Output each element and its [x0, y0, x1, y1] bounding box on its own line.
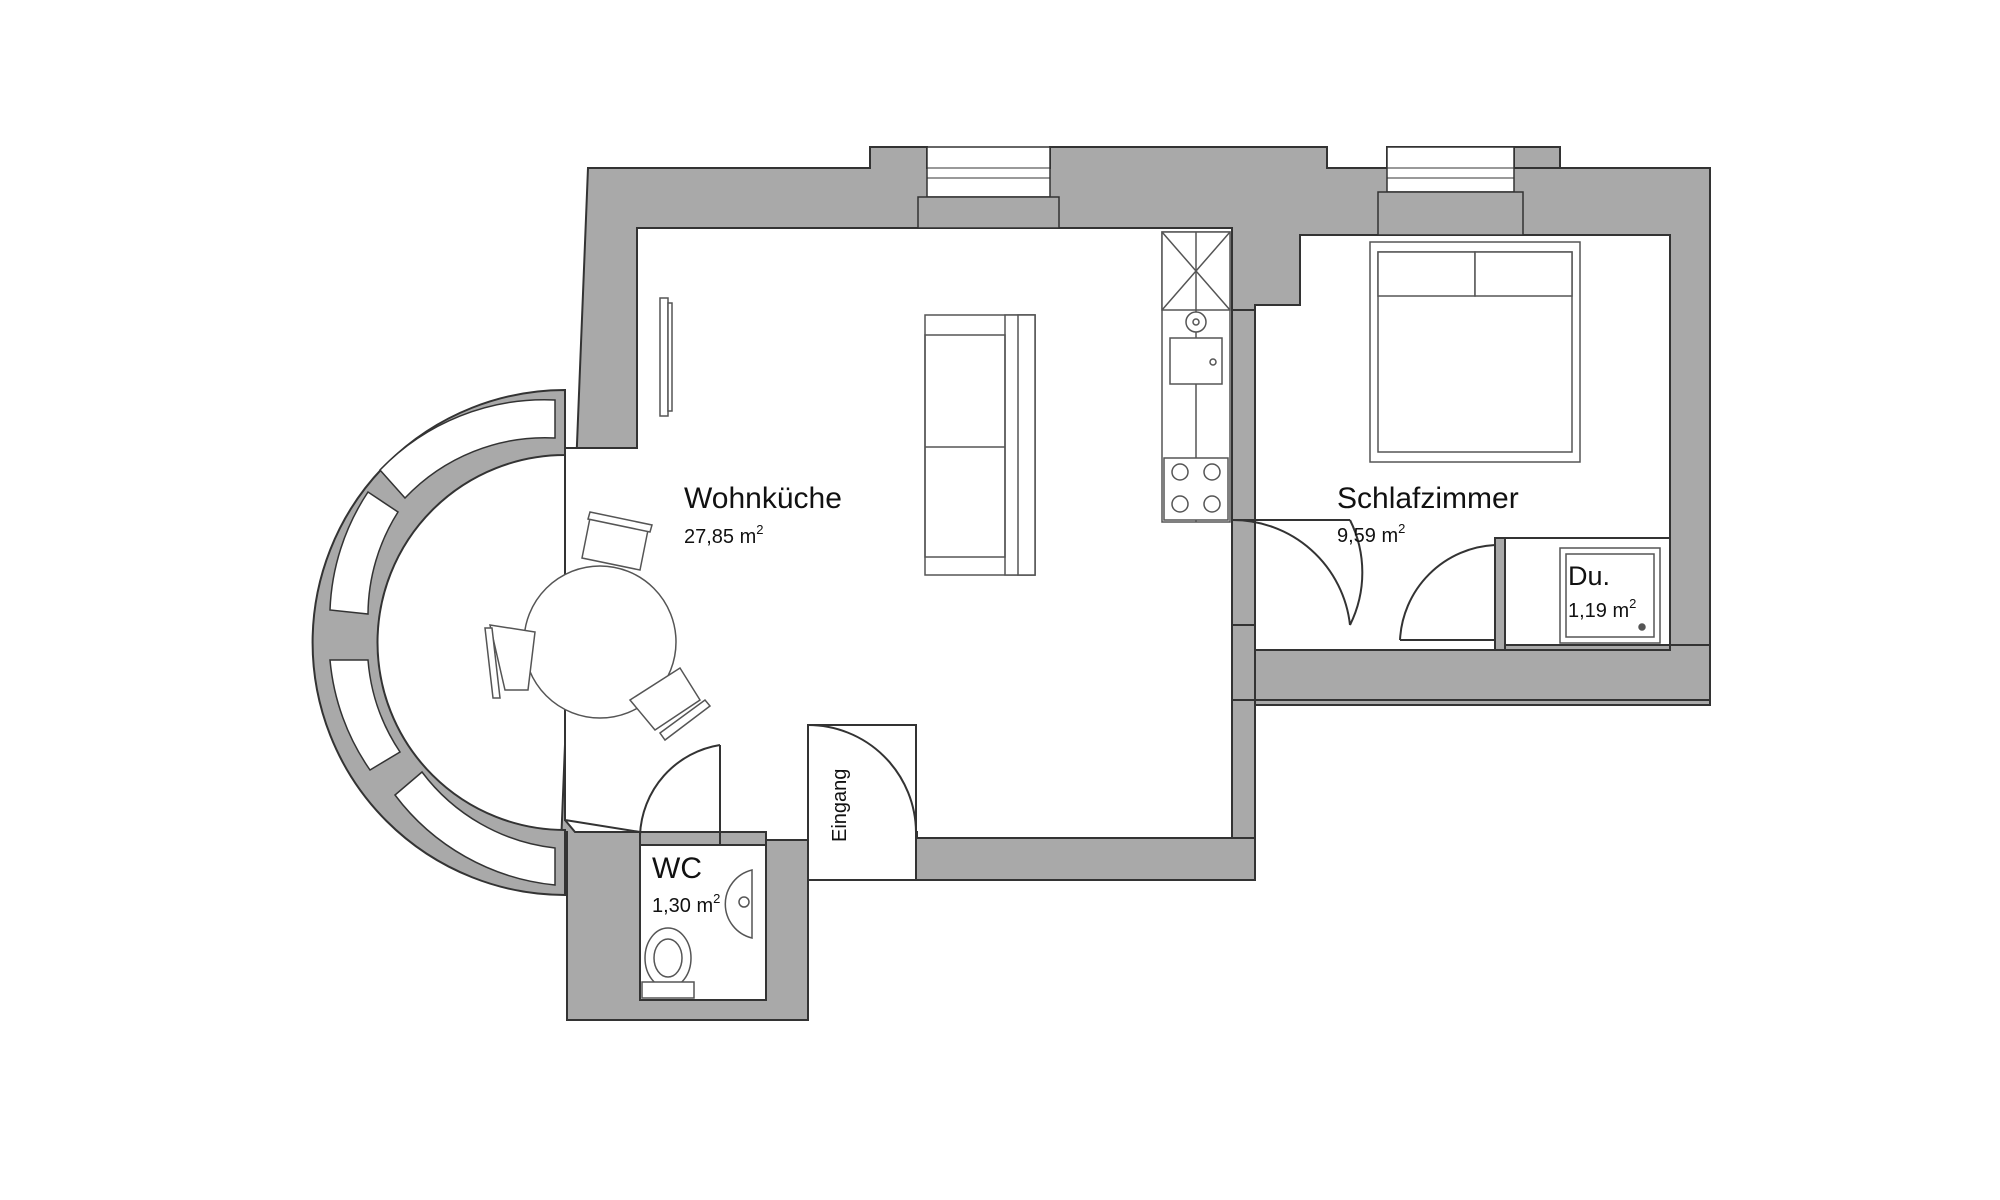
chair-icon-3 [628, 666, 712, 742]
door-wc [639, 744, 721, 845]
shower-tray-icon [1559, 547, 1661, 644]
entrance-label: Eingang [829, 769, 851, 842]
window-top-bedroom [1377, 146, 1524, 236]
bay-window-glass-2 [329, 490, 400, 615]
bay-window-glass [378, 399, 556, 500]
door-entrance [807, 724, 917, 881]
room-name-wc: WC [652, 852, 702, 885]
room-name-shower: Du. [1568, 561, 1610, 591]
bay-window [311, 388, 566, 897]
label-bedroom: Schlafzimmer 9,59 m2 [1337, 482, 1519, 547]
room-area-wc: 1,30 m2 [652, 891, 720, 917]
label-wc: WC 1,30 m2 [652, 852, 720, 917]
bed-icon [1369, 241, 1581, 463]
wall-right-step [1254, 644, 1711, 701]
sink-icon [1169, 311, 1223, 385]
label-shower: Du. 1,19 m2 [1568, 561, 1636, 622]
window-top-living [917, 146, 1060, 229]
stove-icon [1163, 457, 1229, 521]
bay-window-glass-3 [329, 659, 402, 772]
bay-window-glass-4 [393, 770, 556, 886]
door-shower [1399, 544, 1496, 645]
label-living: Wohnküche 27,85 m2 [684, 482, 842, 548]
washbasin-icon [724, 869, 753, 939]
wall-partition [1231, 309, 1256, 521]
chair-icon [581, 511, 653, 571]
tv-icon [659, 297, 673, 417]
wall-right-lower [1494, 537, 1506, 651]
toilet-icon [641, 927, 695, 999]
room-name-living: Wohnküche [684, 482, 842, 515]
room-area-living: 27,85 m2 [684, 522, 764, 548]
room-area-bedroom: 9,59 m2 [1337, 521, 1405, 547]
sofa-icon [924, 314, 1036, 576]
chair-icon-2 [484, 624, 536, 699]
room-area-shower: 1,19 m2 [1568, 596, 1636, 622]
door-bedroom [1231, 518, 1364, 626]
room-name-bedroom: Schlafzimmer [1337, 482, 1519, 515]
